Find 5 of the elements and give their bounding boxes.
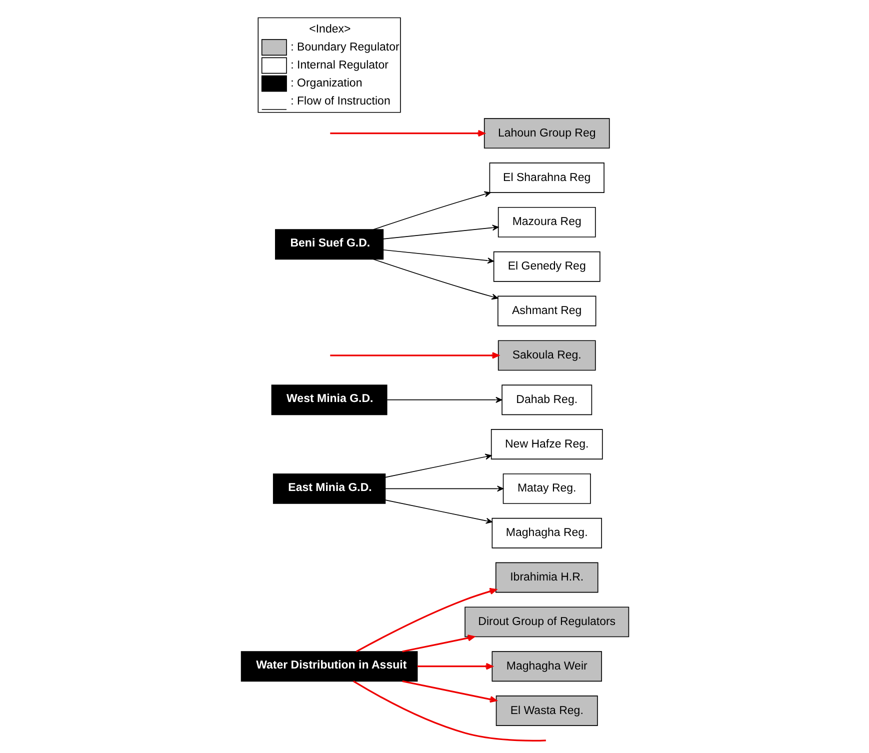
legend-label: : Boundary Regulator [290, 41, 399, 54]
label: <Index> [308, 23, 350, 36]
legend-label: : Organization [290, 78, 362, 90]
legend-label: : Internal Regulator [290, 60, 388, 72]
legend-label: : Flow of Instruction [290, 96, 390, 108]
